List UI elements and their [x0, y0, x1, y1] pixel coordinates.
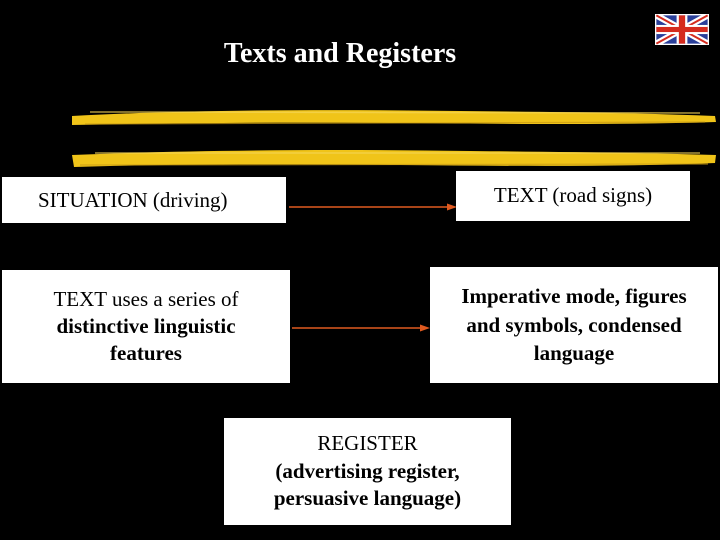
imperative-box: Imperative mode, figures and symbols, co… — [430, 267, 718, 383]
situation-box: SITUATION (driving) — [2, 177, 286, 223]
text-road-signs-box: TEXT (road signs) — [456, 171, 690, 221]
text-features-line-2: distinctive linguistic — [56, 313, 236, 338]
text-road-signs-label: TEXT (road signs) — [493, 183, 653, 207]
register-line-3: persuasive language) — [273, 486, 462, 511]
text-features-line-1: TEXT uses a series of — [53, 286, 239, 311]
imperative-line-1: Imperative mode, figures — [461, 284, 687, 309]
register-line-2: (advertising register, — [275, 458, 460, 483]
text-features-box: TEXT uses a series of distinctive lingui… — [2, 270, 290, 383]
arrow-right-icon — [292, 324, 430, 332]
arrow-right-icon — [289, 203, 457, 211]
situation-label: SITUATION (driving) — [38, 187, 228, 212]
register-line-1: REGISTER — [317, 430, 418, 455]
imperative-line-3: language — [533, 341, 615, 366]
text-features-line-3: features — [110, 341, 182, 366]
imperative-line-2: and symbols, condensed — [466, 312, 682, 337]
slide-title: Texts and Registers — [223, 38, 457, 69]
register-box: REGISTER (advertising register, persuasi… — [224, 418, 511, 525]
union-jack-flag-icon — [655, 14, 709, 45]
decorative-brush-stroke — [72, 150, 716, 167]
decorative-brush-stroke — [72, 110, 716, 125]
